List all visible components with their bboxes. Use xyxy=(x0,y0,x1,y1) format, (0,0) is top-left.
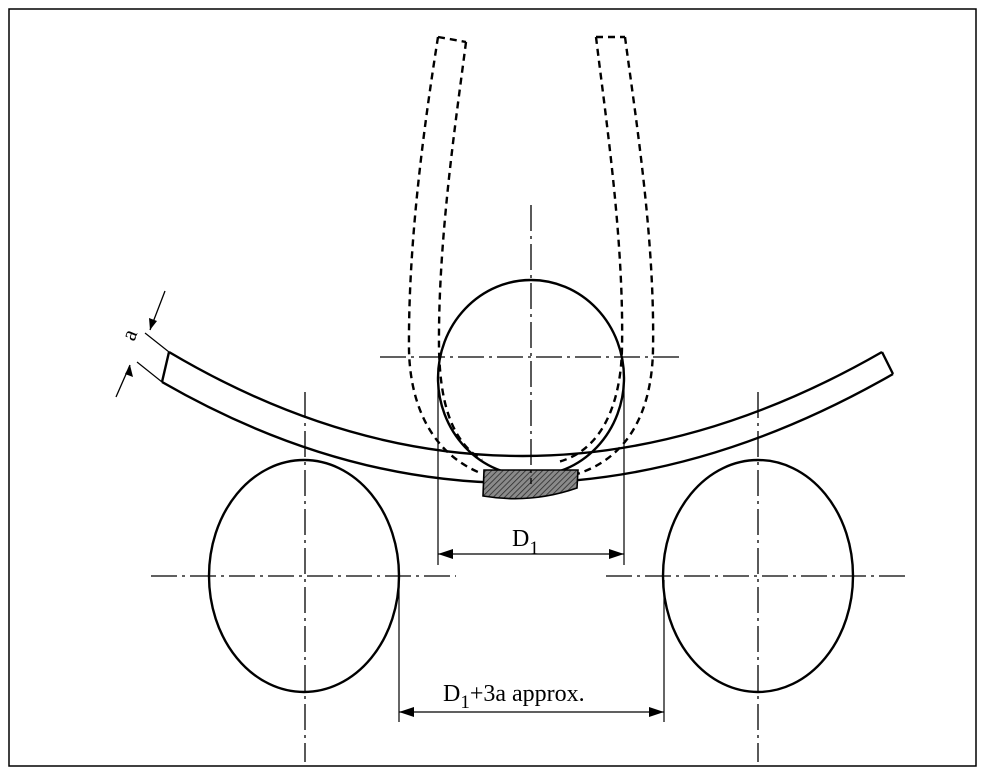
roller-gap-label: D1+3a approx. xyxy=(443,681,585,713)
thickness-label: a xyxy=(115,325,142,344)
former-diameter-label: D1 xyxy=(512,526,539,559)
roller-gap-dimension: D1+3a approx. xyxy=(398,580,665,722)
thickness-dimension: a xyxy=(115,290,170,398)
weld-zone xyxy=(482,469,579,500)
centre-lines xyxy=(151,205,910,762)
former-diameter-dimension: D1 xyxy=(437,378,625,565)
diagram-frame xyxy=(8,8,977,767)
bent-specimen-outline xyxy=(407,35,655,476)
